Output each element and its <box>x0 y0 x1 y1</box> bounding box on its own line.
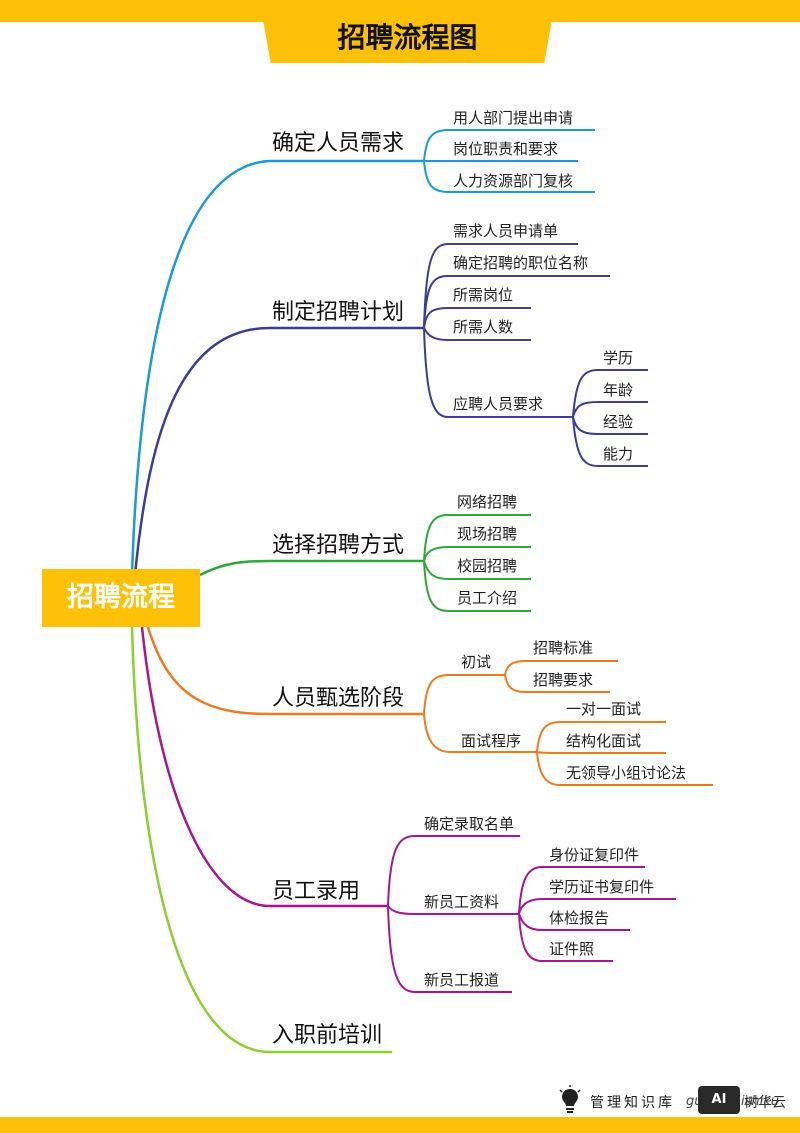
leaf: 经验 <box>603 413 634 431</box>
leaf: 应聘人员要求 <box>453 395 544 413</box>
leaf: 需求人员申请单 <box>453 222 559 240</box>
leaf: 无领导小组讨论法 <box>566 764 687 782</box>
branch-2-lines <box>133 243 648 576</box>
leaf: 新员工报道 <box>424 971 500 989</box>
leaf: 所需人数 <box>453 318 514 336</box>
branch-4-lines <box>146 626 713 786</box>
leaf: 结构化面试 <box>566 732 642 750</box>
leaf: 证件照 <box>549 940 595 958</box>
leaf: 初试 <box>461 653 492 671</box>
page-title: 招聘流程图 <box>337 21 478 54</box>
leaf: 招聘标准 <box>533 639 594 657</box>
leaf: 用人部门提出申请 <box>453 109 574 127</box>
branch-1-lines <box>130 129 595 576</box>
branch-6-lines <box>130 626 392 1054</box>
root-node: 招聘流程 <box>42 569 200 627</box>
leaf: 能力 <box>603 445 634 463</box>
leaf: 学历 <box>603 349 634 367</box>
leaf: 体检报告 <box>549 909 610 927</box>
leaf: 一对一面试 <box>566 700 642 718</box>
title-banner <box>262 14 553 63</box>
lightbulb-icon <box>559 1085 581 1113</box>
leaf: 人力资源部门复核 <box>453 172 574 190</box>
leaf: 学历证书复印件 <box>549 878 655 896</box>
leaf: 招聘要求 <box>533 671 594 689</box>
leaf: 面试程序 <box>461 732 522 750</box>
leaf: 新员工资料 <box>424 893 500 911</box>
node-confirm-demand: 确定人员需求 <box>272 131 405 156</box>
leaf: 网络招聘 <box>457 493 518 511</box>
footer-text: 管理知识库 <box>590 1095 675 1111</box>
bottom-bar <box>0 1117 800 1133</box>
node-choose-method: 选择招聘方式 <box>272 533 405 558</box>
leaf: 校园招聘 <box>457 557 518 575</box>
node-pre-training: 入职前培训 <box>272 1023 383 1048</box>
leaf: 所需岗位 <box>453 286 514 304</box>
leaf: 身份证复印件 <box>549 846 640 864</box>
leaf: 确定招聘的职位名称 <box>453 254 589 272</box>
top-bar <box>0 0 800 22</box>
node-hiring: 员工录用 <box>272 879 361 904</box>
leaf: 年龄 <box>603 381 634 399</box>
leaf: 确定录取名单 <box>424 815 515 833</box>
leaf: 岗位职责和要求 <box>453 140 559 158</box>
leaf: 员工介绍 <box>457 589 518 607</box>
branch-3-lines <box>199 514 531 612</box>
branch-5-lines <box>140 626 676 993</box>
node-screening: 人员甄选阶段 <box>272 686 405 711</box>
node-make-plan: 制定招聘计划 <box>272 300 405 325</box>
footer-brand: 树华云 <box>744 1095 786 1111</box>
leaf: 现场招聘 <box>457 525 518 543</box>
footer-logo: AI <box>698 1086 740 1114</box>
